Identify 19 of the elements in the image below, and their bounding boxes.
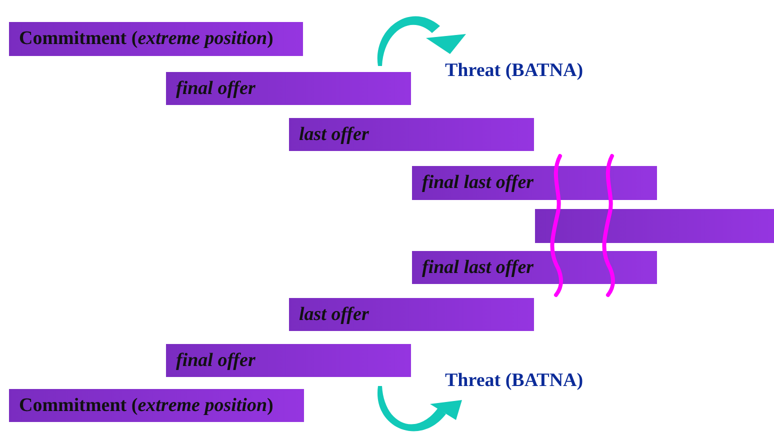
step-bar [166, 72, 411, 105]
step-bar [9, 389, 304, 422]
bar-label: final offer [176, 350, 256, 372]
bar-label: final last offer [422, 172, 534, 194]
step-bar [289, 298, 534, 331]
step-bar [412, 251, 657, 284]
bar-label: final offer [176, 78, 256, 100]
bar-label: final last offer [422, 256, 534, 278]
bar-label: Commitment (extreme position) [19, 394, 274, 416]
step-bar [9, 22, 303, 56]
bar-label: last offer [299, 304, 369, 326]
step-bar [535, 209, 774, 243]
bar-label: Commitment (extreme position) [19, 28, 274, 50]
step-bar [289, 118, 534, 151]
bar-label: last offer [299, 124, 369, 146]
threat-label: Threat (BATNA) [445, 370, 584, 392]
threat-label: Threat (BATNA) [445, 60, 584, 82]
step-bar [166, 344, 411, 377]
step-bar [412, 166, 657, 200]
